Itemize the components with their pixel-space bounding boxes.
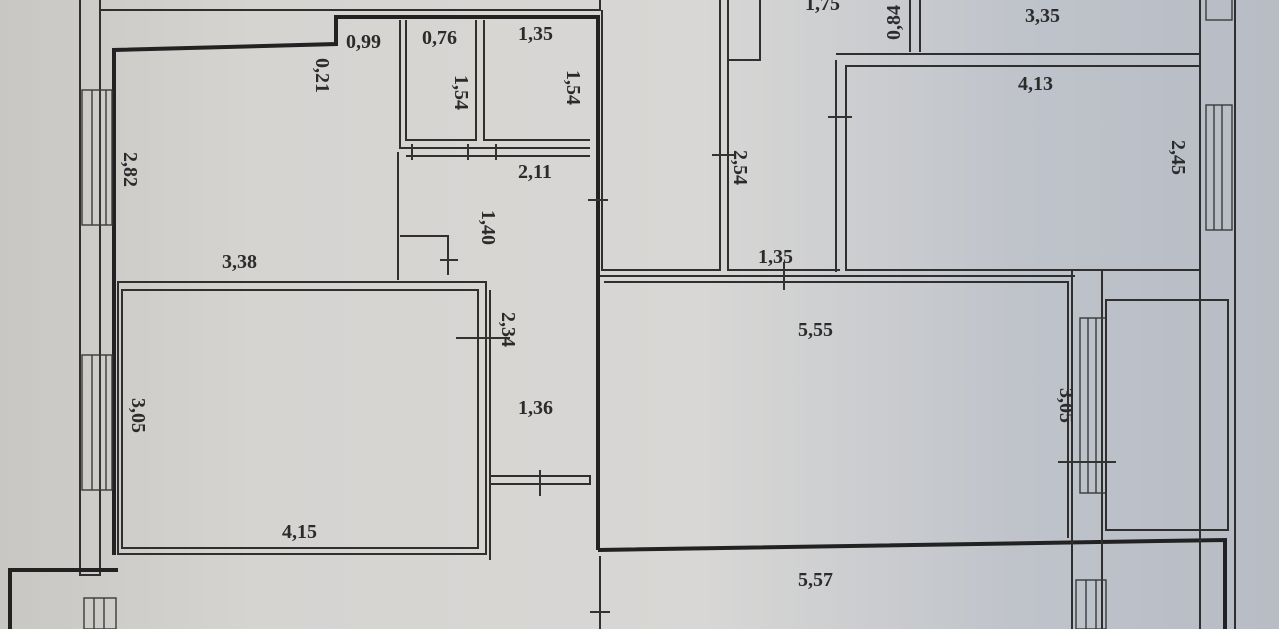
dim-label: 3,05	[1055, 388, 1077, 423]
dim-label: 0,76	[422, 27, 457, 49]
outer-walls	[8, 0, 1236, 629]
dim-label: 3,38	[222, 251, 257, 273]
windows	[81, 0, 1233, 629]
dim-label: 1,36	[518, 397, 553, 419]
dim-label: 1,54	[450, 75, 472, 110]
door-marks	[411, 116, 1116, 613]
dim-label: 4,13	[1018, 73, 1053, 95]
dimension-labels: 1,75 0,84 3,35 0,99 0,76 1,35 0,21 1,54 …	[119, 0, 1189, 591]
dim-label: 5,55	[798, 319, 833, 341]
dim-label: 0,99	[346, 31, 381, 53]
dim-label: 1,35	[518, 23, 553, 45]
dim-label: 0,21	[311, 58, 333, 93]
dim-label: 1,40	[477, 210, 499, 245]
dim-label: 3,35	[1025, 5, 1060, 27]
dim-label: 1,75	[805, 0, 840, 15]
dim-label: 0,84	[883, 5, 905, 40]
dim-label: 2,54	[729, 150, 751, 185]
dim-label: 2,11	[518, 161, 552, 183]
interior-walls	[117, 0, 1229, 629]
dim-label: 2,82	[119, 152, 141, 187]
dim-label: 1,35	[758, 246, 793, 268]
dim-label: 4,15	[282, 521, 317, 543]
dim-label: 2,34	[497, 312, 519, 347]
dim-label: 5,57	[798, 569, 833, 591]
dim-label: 3,05	[127, 398, 149, 433]
dim-label: 1,54	[562, 70, 584, 105]
dim-label: 2,45	[1167, 140, 1189, 175]
